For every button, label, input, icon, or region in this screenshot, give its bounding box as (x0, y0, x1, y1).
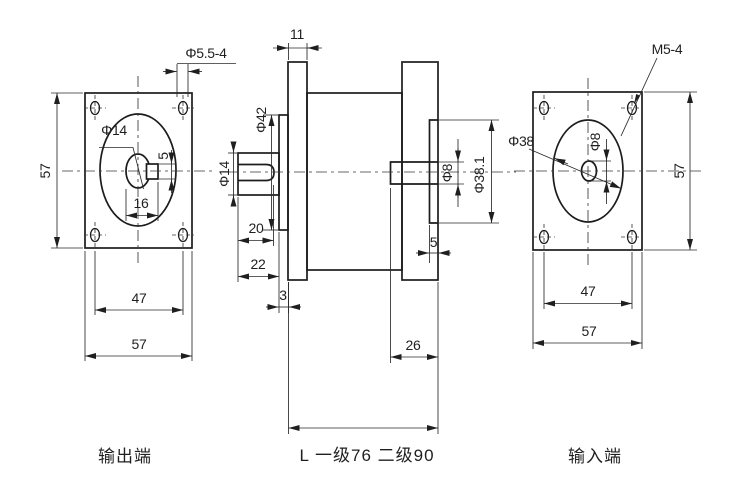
dim-side-front-pilot-dia-label: Φ42 (253, 107, 269, 133)
dim-side-front-pilot-depth: 3 (266, 282, 301, 313)
dim-output-key-span: 16 (125, 182, 159, 221)
dim-output-flange-height: 57 (37, 92, 83, 249)
dim-input-thread-spec-label: M5-4 (652, 41, 683, 57)
side-outline (237, 61, 439, 281)
dim-input-flange-height: 57 (644, 91, 697, 251)
dim-input-thread-spec: M5-4 (620, 41, 683, 137)
side-body (306, 92, 403, 271)
dim-output-key-width-label: 5 (155, 152, 171, 160)
dim-side-shaft-dia-label: Φ14 (216, 161, 232, 187)
dim-side-rear-housing-depth-label: 26 (406, 337, 421, 353)
dim-output-shaft-dia-label: Φ14 (101, 122, 127, 138)
side-shaft-keyway (238, 163, 275, 182)
dim-input-flange-width: 57 (532, 252, 643, 349)
side-view: 11 Φ42 Φ14 20 22 (216, 26, 516, 465)
dim-input-flange-width-label: 57 (582, 323, 597, 339)
dim-output-flange-width-label: 57 (132, 336, 147, 352)
dim-side-rear-pilot-depth: 5 (416, 225, 451, 263)
dim-side-shaft-length-label: 22 (251, 256, 266, 272)
dim-input-bolt-spacing-label: 47 (581, 283, 596, 299)
side-input-bore (389, 161, 438, 185)
side-view-caption: L 一级76 二级90 (299, 446, 434, 465)
dim-output-flange-width: 57 (84, 251, 193, 361)
side-output-shaft (237, 152, 280, 196)
dim-side-shaft-length: 22 (238, 232, 280, 313)
dim-output-key-width: 5 (155, 150, 176, 193)
dim-input-pilot-dia-label: Φ38 (508, 133, 534, 149)
side-front-pilot-boss (278, 114, 289, 231)
dim-side-rear-pilot-dia: Φ38.1 (438, 119, 499, 224)
dim-side-input-bore-dia: Φ8 (438, 139, 464, 207)
side-rear-pilot-recess (428, 119, 438, 224)
dim-side-front-pilot-dia: Φ42 (253, 107, 278, 231)
dim-side-rear-housing-depth: 26 (390, 188, 438, 363)
input-view: M5-4 Φ38 Φ8 57 47 (508, 41, 704, 466)
output-flange (84, 92, 193, 249)
input-view-caption: 输入端 (568, 447, 622, 466)
dim-output-key-span-label: 16 (134, 195, 149, 211)
dim-side-key-length: 20 (237, 185, 274, 282)
dim-side-input-bore-dia-label: Φ8 (439, 163, 455, 182)
dim-input-bolt-spacing: 47 (543, 252, 633, 309)
dim-side-overall-length (288, 282, 439, 434)
dim-side-front-flange-thickness: 11 (273, 26, 322, 60)
output-view: Φ5.5-4 Φ14 5 16 57 (37, 45, 236, 466)
dim-output-hole-spec: Φ5.5-4 (163, 45, 236, 97)
dim-output-flange-height-label: 57 (37, 163, 53, 178)
dim-output-shaft-dia: Φ14 (99, 122, 144, 190)
side-front-flange (287, 61, 308, 281)
side-rear-flange (401, 61, 439, 281)
dim-input-bore-dia: Φ8 (587, 132, 611, 204)
dim-side-rear-pilot-depth-label: 5 (430, 234, 438, 250)
dim-input-flange-height-label: 57 (671, 163, 687, 178)
dim-side-rear-pilot-dia-label: Φ38.1 (471, 156, 487, 193)
dim-output-hole-spec-label: Φ5.5-4 (185, 45, 227, 61)
dim-output-bolt-spacing-label: 47 (132, 290, 147, 306)
output-view-caption: 输出端 (98, 447, 152, 466)
dim-side-key-length-label: 20 (249, 220, 264, 236)
output-keyway (145, 163, 159, 180)
dim-side-front-flange-thickness-label: 11 (290, 26, 304, 42)
dim-input-bore-dia-label: Φ8 (587, 132, 603, 151)
dim-output-bolt-spacing: 47 (94, 251, 184, 315)
dim-side-shaft-dia: Φ14 (216, 141, 237, 207)
input-centerlines (514, 78, 704, 266)
dim-side-front-pilot-depth-label: 3 (279, 287, 287, 303)
